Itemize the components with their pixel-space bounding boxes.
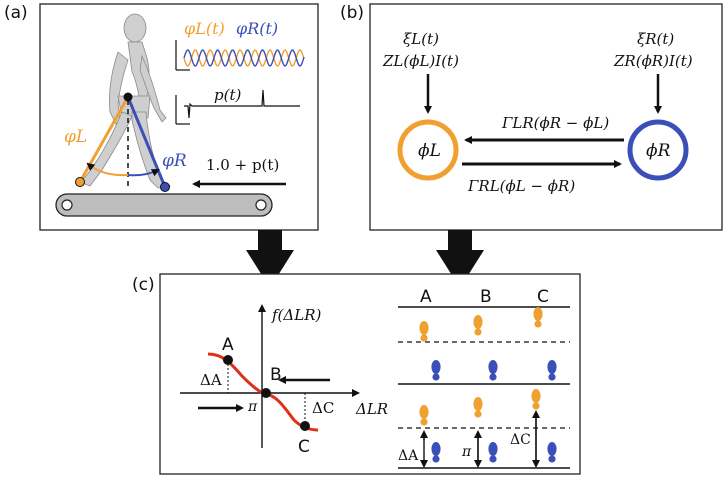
right-footprint-icon <box>488 442 498 463</box>
perturbation-plot: p(t) <box>175 86 300 125</box>
footprint-diagram: A B C <box>398 287 570 469</box>
panel-b-frame <box>369 3 723 231</box>
oscillator-right-node <box>627 119 689 181</box>
left-angle-arc <box>86 162 129 177</box>
phi-left-signal-label: φL(t) <box>184 19 225 38</box>
interval-label-a: ΔA <box>398 448 419 464</box>
phase-signal-plot <box>175 40 305 71</box>
right-footprint-icon <box>431 360 441 381</box>
input-right-label: ZR(ϕR)I(t) <box>613 52 693 70</box>
noise-right-label: ξR(t) <box>637 30 674 48</box>
point-a-label: A <box>222 335 234 355</box>
perturbation-trace <box>184 89 300 119</box>
y-axis-label: f(ΔLR) <box>271 306 321 324</box>
fixed-point-b <box>261 388 271 398</box>
phase-right-label: ϕR <box>646 141 671 161</box>
footprint-header-b: B <box>480 287 492 307</box>
flow-arrows <box>246 230 484 288</box>
point-b-label: B <box>270 365 282 385</box>
left-foot-marker <box>75 177 85 187</box>
phase-left-label: ϕL <box>418 141 441 161</box>
panel-b: (b) ξL(t) ZL(ϕL)I(t) ξR(t) ZR(ϕR)I(t) ϕL… <box>340 3 723 231</box>
phi-right-wave <box>183 49 305 67</box>
interval-label-b: π <box>461 444 472 460</box>
footprint-header-c: C <box>537 287 549 307</box>
oscillator-left-node <box>397 119 459 181</box>
right-footprint-icon <box>547 442 557 463</box>
interval-label-c: ΔC <box>510 432 531 448</box>
coupling-rl-label: ΓRL(ϕL − ϕR) <box>467 177 575 195</box>
phi-left-angle-label: φL <box>64 127 87 147</box>
walker-silhouette-icon <box>79 13 171 189</box>
left-footprint-icon <box>473 315 483 336</box>
perturbation-label: p(t) <box>214 86 241 104</box>
panel-a-frame <box>39 3 319 231</box>
input-left-label: ZL(ϕL)I(t) <box>382 52 459 70</box>
panel-c: (c) f(ΔLR) ΔLR A B C ΔA ΔC π A B <box>132 273 581 475</box>
noise-left-label: ξL(t) <box>403 30 439 48</box>
coupling-lr-label: ΓLR(ϕR − ϕL) <box>501 114 609 132</box>
coupling-function-plot: f(ΔLR) ΔLR A B C ΔA ΔC π <box>180 304 388 457</box>
left-footprint-icon <box>473 397 483 418</box>
left-footprint-icon <box>419 321 429 342</box>
panel-a: (a) φL φR φL(t) φR(t) <box>4 3 319 231</box>
down-arrow-b <box>436 230 484 288</box>
fixed-point-c <box>300 421 310 431</box>
treadmill-icon <box>55 193 273 217</box>
delta-a-label: ΔA <box>200 371 222 389</box>
left-footprint-icon <box>419 405 429 426</box>
down-arrow-a <box>246 230 294 288</box>
right-angle-arc <box>127 169 160 177</box>
left-footprint-icon <box>533 307 543 328</box>
left-footprint-icon <box>531 389 541 410</box>
right-foot-marker <box>160 182 170 192</box>
phi-right-signal-label: φR(t) <box>236 19 278 38</box>
right-footprint-icon <box>431 442 441 463</box>
footprint-header-a: A <box>420 287 432 307</box>
panel-c-label: (c) <box>132 275 155 295</box>
phi-right-angle-label: φR <box>162 151 187 171</box>
delta-c-label: ΔC <box>312 399 334 417</box>
panel-b-label: (b) <box>340 3 364 23</box>
hip-joint-marker <box>123 92 133 102</box>
panel-a-label: (a) <box>4 3 28 23</box>
right-footprint-icon <box>547 360 557 381</box>
point-c-label: C <box>298 437 310 457</box>
pi-label: π <box>247 399 258 415</box>
fixed-point-a <box>223 355 233 365</box>
belt-speed-label: 1.0 + p(t) <box>206 156 279 174</box>
x-axis-label: ΔLR <box>355 400 388 418</box>
right-footprint-icon <box>488 360 498 381</box>
